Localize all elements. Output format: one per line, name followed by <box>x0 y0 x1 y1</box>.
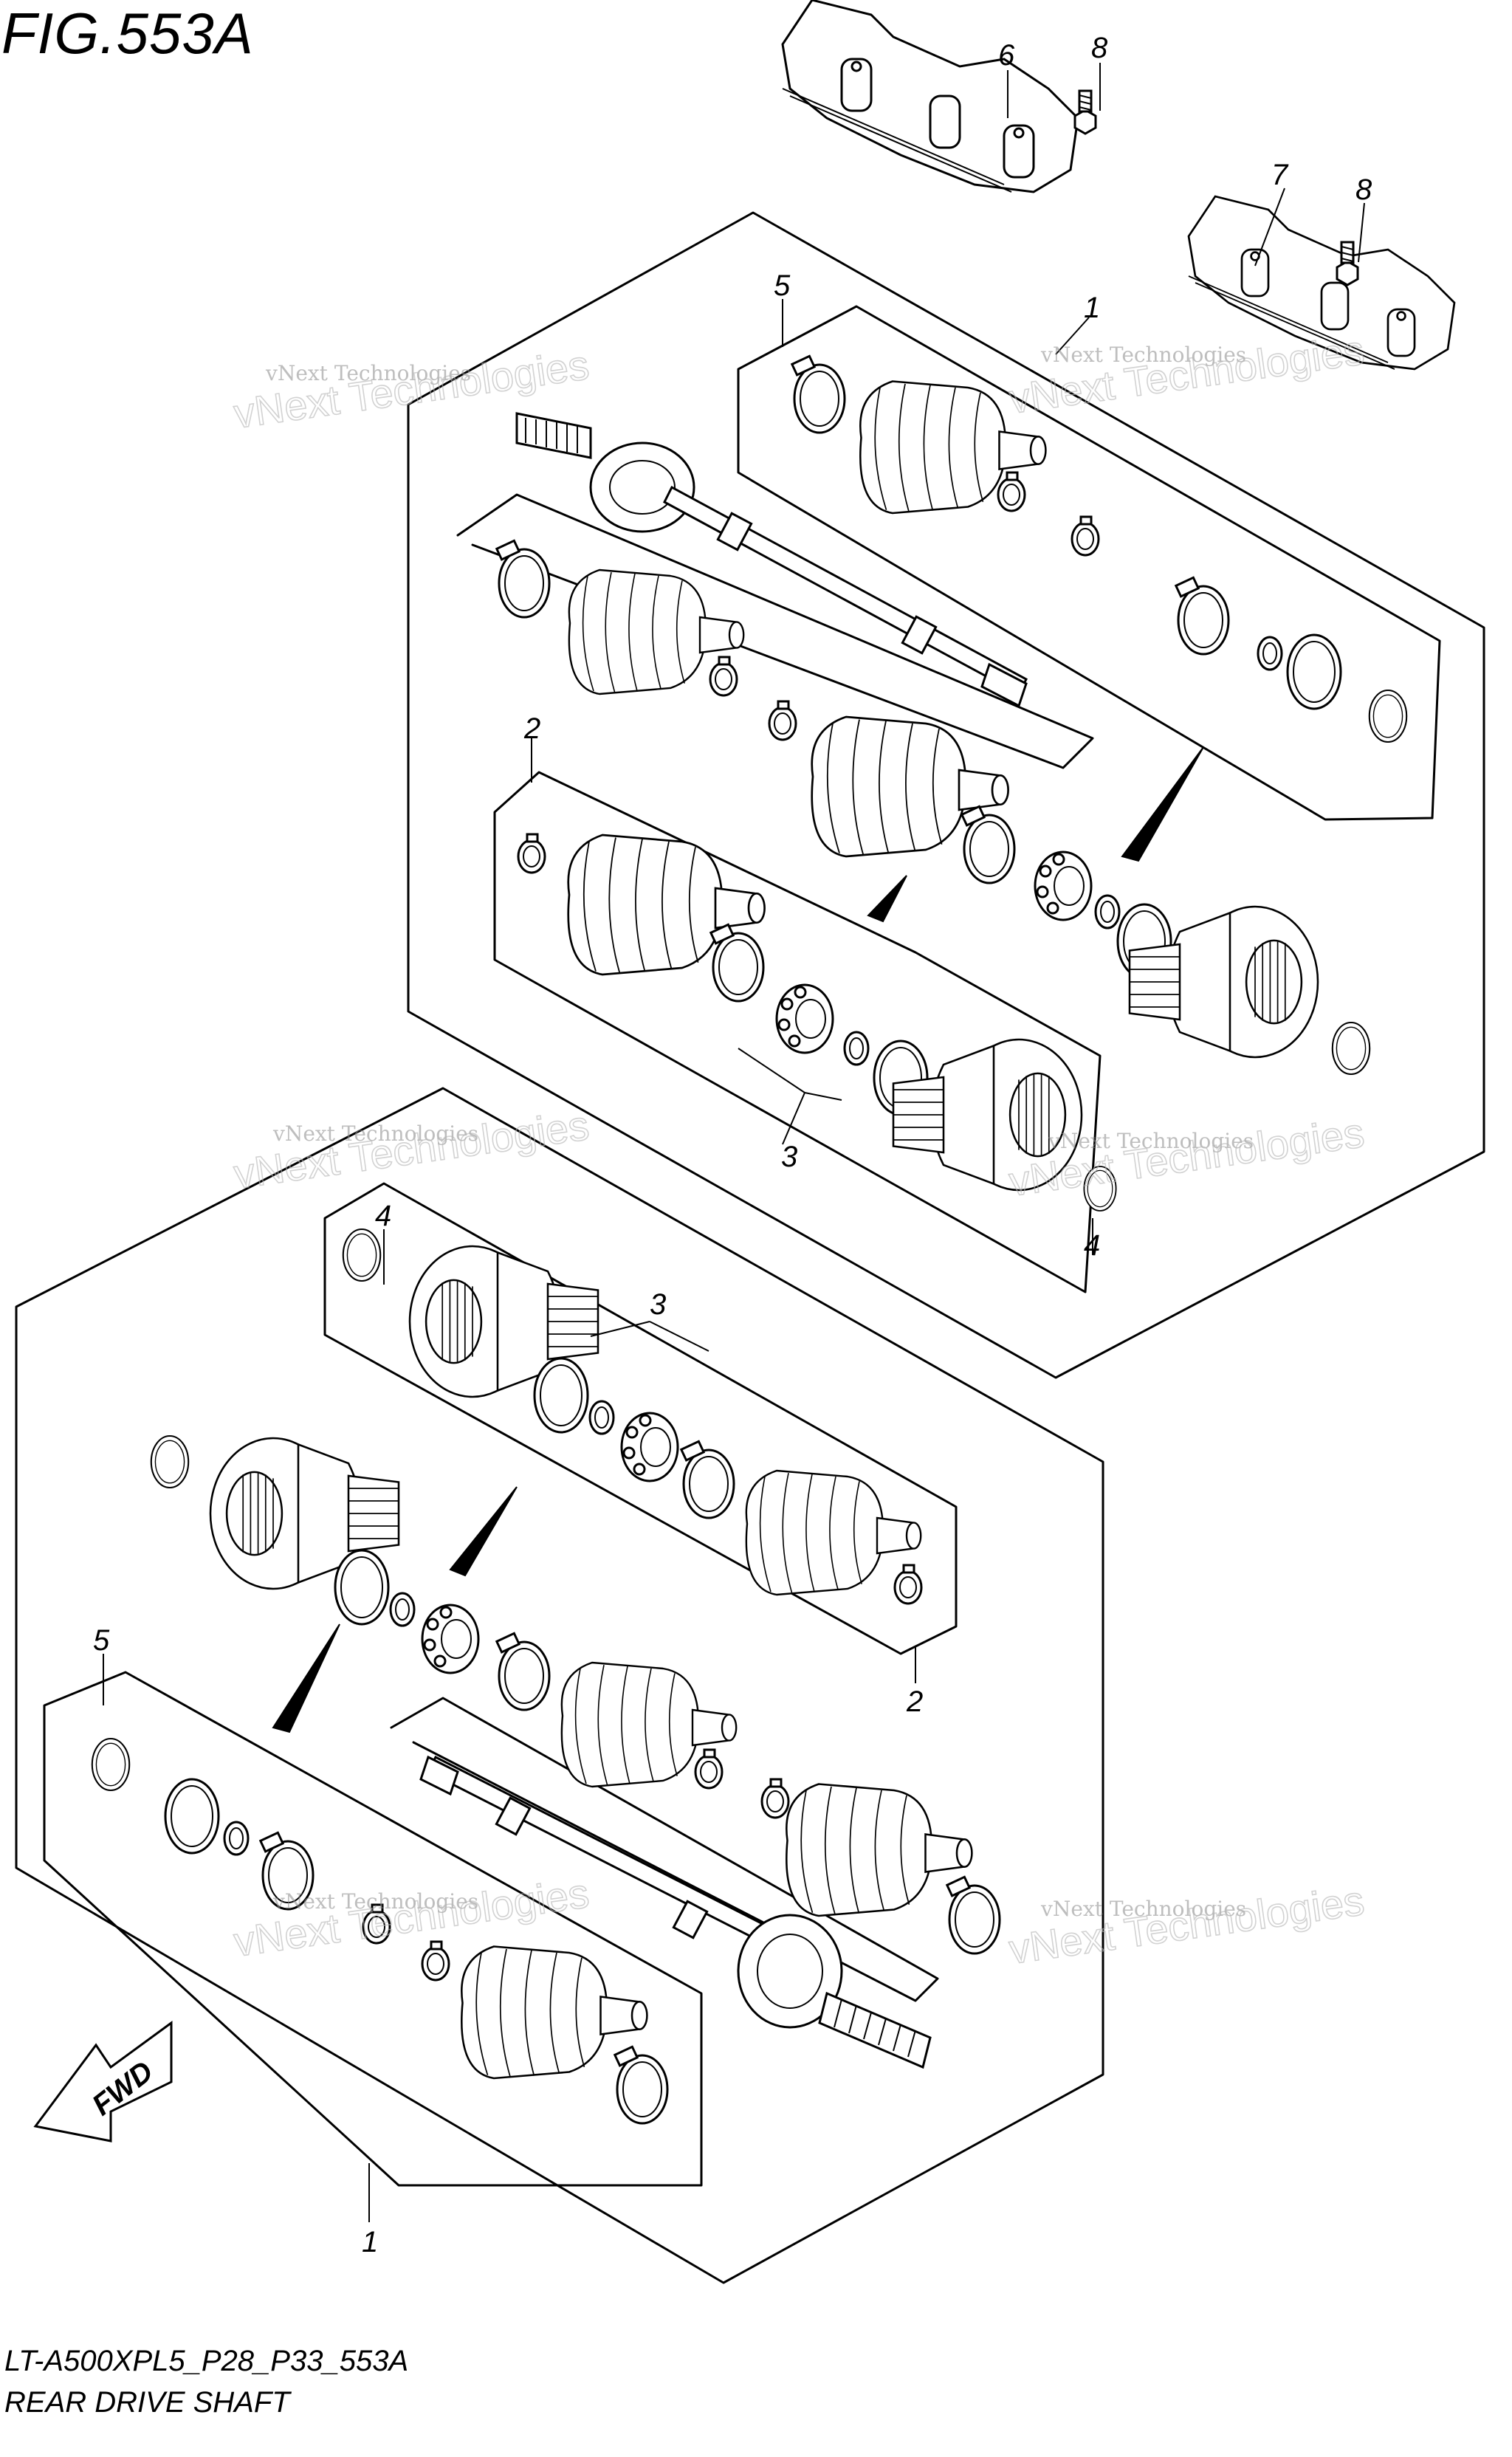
upper-kit2-smallclamp <box>517 833 546 874</box>
callout-7: 7 <box>1271 159 1289 191</box>
upper-kit5-clamp <box>791 354 846 434</box>
upper-kit5-ring1 <box>1257 636 1283 671</box>
upper-kit5-ring3 <box>1368 689 1408 743</box>
upper-kit5-clamp3 <box>1175 576 1230 656</box>
svg-text:vNext Technologies: vNext Technologies <box>231 1102 592 1197</box>
lower-snapring <box>389 1592 416 1627</box>
lower-clamp <box>495 1632 551 1711</box>
callout-4a: 4 <box>1084 1229 1100 1262</box>
guard-6 <box>781 0 1079 193</box>
upper-boot2-clamp <box>961 805 1016 884</box>
lower-kit5-ring1 <box>91 1737 131 1792</box>
upper-kit2-bearing <box>775 983 834 1054</box>
upper-kit5-smallclamp <box>997 471 1026 512</box>
upper-arrow-2 <box>867 875 907 923</box>
lower-kit3-boot <box>745 1469 922 1596</box>
upper-kit5-clamp2 <box>1071 515 1100 557</box>
leader-lines <box>103 63 1365 2222</box>
svg-text:vNext Technologies: vNext Technologies <box>1006 1877 1367 1973</box>
upper-bearing <box>1034 850 1093 921</box>
svg-text:vNext Technologies: vNext Technologies <box>272 1121 478 1146</box>
upper-assembly-frame <box>407 211 1485 1379</box>
upper-shaft <box>515 412 1028 708</box>
callout-8b: 8 <box>1355 173 1372 206</box>
callout-2a: 2 <box>523 712 540 745</box>
model-code: LT-A500XPL5_P28_P33_553A <box>4 2345 409 2377</box>
lower-smallclamp <box>694 1748 724 1790</box>
lower-kit3-snapring <box>588 1400 615 1435</box>
lower-bearing <box>421 1604 480 1674</box>
lower-shaft-clamp <box>946 1875 1001 1955</box>
fwd-indicator: FWD <box>33 2021 173 2142</box>
lower-shaft-smallclamp <box>760 1778 790 1819</box>
callout-8a: 8 <box>1091 32 1108 64</box>
callout-3b: 3 <box>650 1288 666 1321</box>
upper-arrow-1 <box>1121 746 1204 862</box>
lower-kit3-smallclamp <box>893 1564 923 1605</box>
lower-kit3-clamp <box>680 1440 735 1519</box>
svg-text:vNext Technologies: vNext Technologies <box>1048 1129 1254 1153</box>
svg-text:vNext Technologies: vNext Technologies <box>272 1889 478 1914</box>
upper-boot2-smallclamp <box>768 700 797 741</box>
callout-1a: 1 <box>1084 292 1100 324</box>
callout-3a: 3 <box>781 1141 797 1173</box>
upper-boot-smallclamp <box>709 656 738 697</box>
lower-arrow-1 <box>449 1486 518 1577</box>
upper-kit2-clamp <box>709 923 765 1003</box>
upper-snapring <box>1094 894 1121 929</box>
svg-text:vNext Technologies: vNext Technologies <box>1040 1897 1246 1921</box>
svg-text:vNext Technologies: vNext Technologies <box>1006 326 1367 422</box>
upper-end-ring <box>1331 1021 1371 1076</box>
lower-kit3-bearing <box>620 1412 679 1482</box>
lower-shaft-boot <box>786 1783 973 1917</box>
upper-kit2-snapring <box>843 1031 870 1066</box>
lower-kit5-ring2 <box>164 1778 220 1855</box>
figure-name: REAR DRIVE SHAFT <box>4 2386 290 2419</box>
callout-1b: 1 <box>362 2226 378 2258</box>
lower-assembly-frame <box>15 1087 1104 2284</box>
svg-text:vNext Technologies: vNext Technologies <box>265 361 471 385</box>
bolt-8-upper <box>1073 89 1097 135</box>
lower-shaft <box>419 1755 932 2069</box>
figure-title: FIG.553A <box>1 1 254 66</box>
callout-4b: 4 <box>375 1200 391 1232</box>
callout-5b: 5 <box>93 1624 110 1657</box>
callout-2b: 2 <box>906 1685 923 1718</box>
svg-text:vNext Technologies: vNext Technologies <box>1040 343 1246 367</box>
lower-arrow-2 <box>272 1623 340 1733</box>
lower-kit3-ring <box>342 1228 382 1282</box>
upper-boot-clamp <box>495 539 551 619</box>
upper-kit5-ring2 <box>1286 633 1342 710</box>
callout-5a: 5 <box>774 269 791 302</box>
callout-6: 6 <box>998 39 1015 72</box>
lower-kit5-clamp2 <box>614 2045 669 2125</box>
lower-kit5-smallclamp <box>421 1940 450 1982</box>
lower-kit3-ring2 <box>533 1357 589 1434</box>
lower-ring <box>150 1434 190 1489</box>
lower-kit5-snapring <box>223 1821 250 1856</box>
lower-ring2 <box>334 1549 390 1626</box>
